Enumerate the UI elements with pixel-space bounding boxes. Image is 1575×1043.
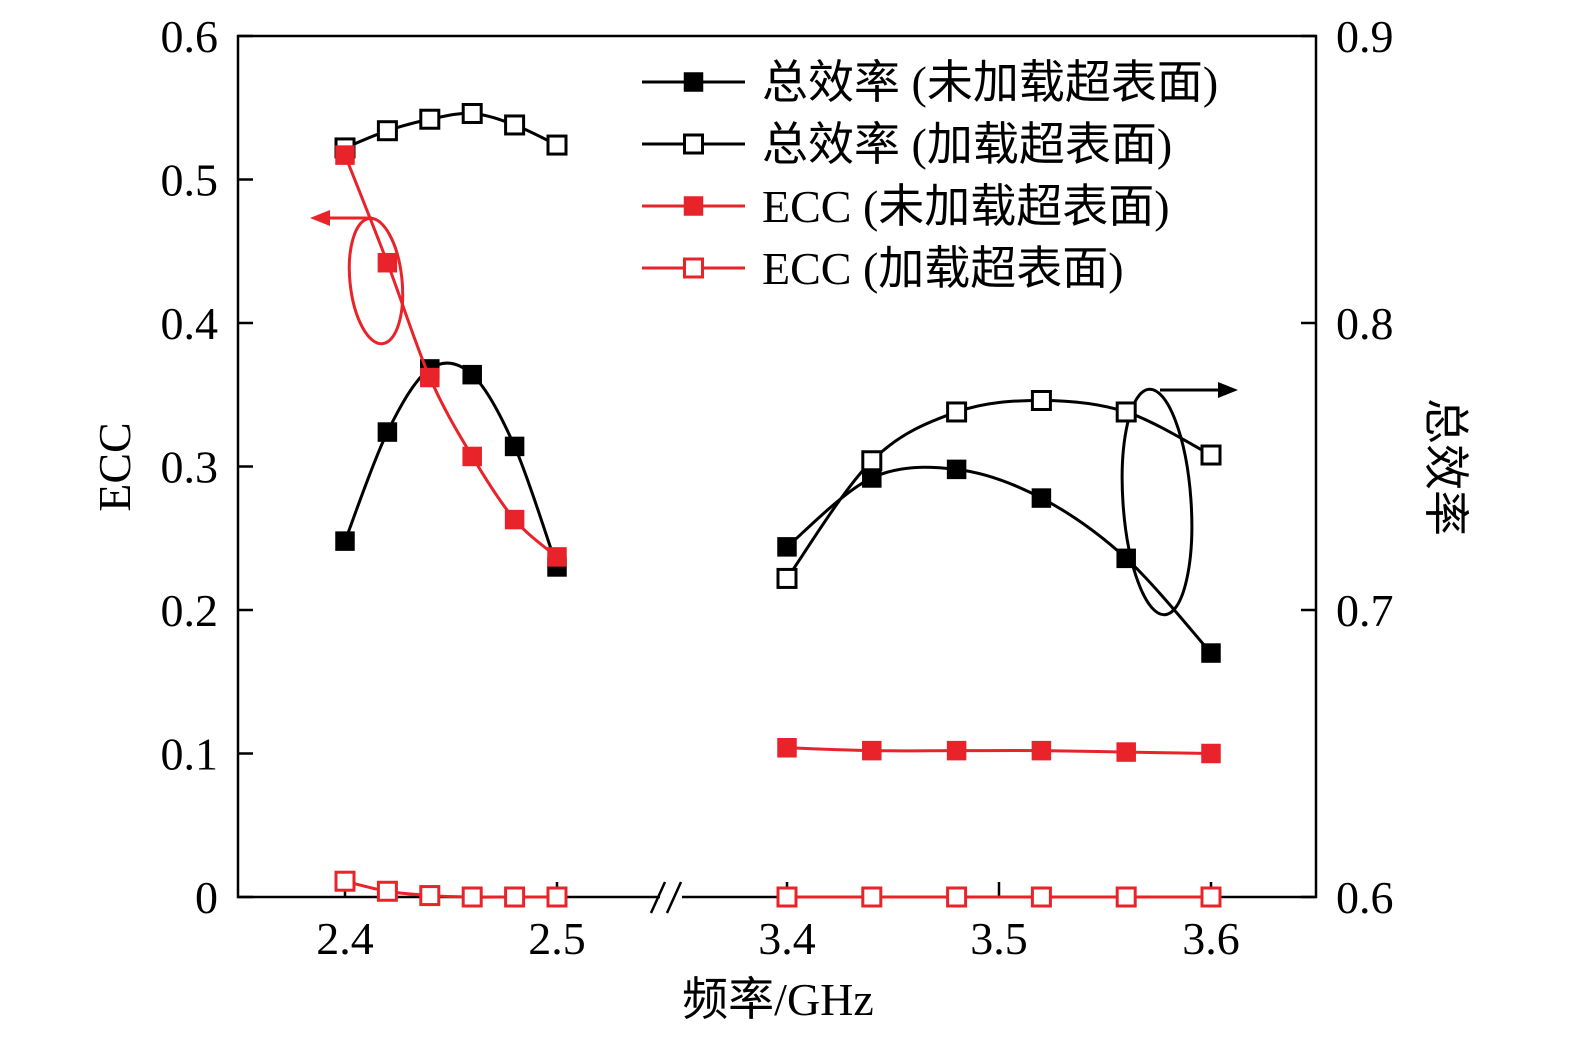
y-tick-label-left: 0.5 <box>161 155 219 206</box>
x-tick-label: 3.4 <box>758 913 816 964</box>
y-tick-label-right: 0.7 <box>1336 585 1394 636</box>
data-point <box>777 738 797 758</box>
data-point <box>1116 548 1136 569</box>
data-point <box>376 120 398 142</box>
series-line <box>343 361 559 568</box>
data-point <box>546 886 568 908</box>
x-axis-break-mark <box>649 881 667 914</box>
data-point <box>461 886 483 908</box>
data-point <box>862 468 882 488</box>
data-point <box>377 422 398 442</box>
series-3 <box>335 145 1221 764</box>
data-point <box>420 367 440 388</box>
y-axis-title-left: ECC <box>89 422 140 511</box>
series-2 <box>334 102 1222 589</box>
axes-layer: 0 0.1 0.2 0.3 0.4 0.5 0.6 0.6 0.7 0.8 0.9 2.4 2.5 3.4… <box>161 11 1394 964</box>
legend-marker <box>683 72 704 92</box>
data-point <box>504 509 525 530</box>
data-point <box>504 886 526 908</box>
y-tick-label-left: 0.4 <box>161 298 219 349</box>
data-point <box>1201 643 1221 663</box>
data-point <box>462 364 482 385</box>
data-point <box>1115 886 1137 908</box>
data-point <box>946 401 968 423</box>
series-line <box>786 746 1212 755</box>
data-point <box>776 567 798 589</box>
data-point <box>1031 740 1052 761</box>
legend-label: 总效率 (未加载超表面) <box>762 57 1218 108</box>
legend-label: 总效率 (加载超表面) <box>762 119 1172 170</box>
x-tick-label: 2.4 <box>316 913 374 964</box>
series-layer <box>334 102 1222 908</box>
efficiency-axis-arrow-head <box>1218 382 1238 398</box>
data-point <box>1030 886 1052 908</box>
data-point <box>377 252 398 273</box>
y-tick-label-left: 0.1 <box>161 729 219 780</box>
legend-marker <box>683 133 704 155</box>
series-line <box>343 154 558 559</box>
y-tick-label-right: 0.8 <box>1336 298 1394 349</box>
data-point <box>1031 488 1052 508</box>
data-point <box>546 134 568 156</box>
legend-item: 总效率 (未加载超表面) <box>642 57 1218 108</box>
data-point <box>462 446 482 467</box>
y-tick-label-left: 0.6 <box>161 11 219 62</box>
legend-item: 总效率 (加载超表面) <box>642 119 1172 170</box>
data-point <box>1201 743 1221 764</box>
data-point <box>946 886 968 908</box>
data-point <box>1115 401 1137 423</box>
series-line <box>786 465 1213 655</box>
data-point <box>777 537 797 557</box>
x-axis-break-mark <box>665 881 683 914</box>
data-point <box>1030 389 1052 411</box>
y-tick-label-left: 0.2 <box>161 585 219 636</box>
x-tick-label: 2.5 <box>528 913 586 964</box>
legend-label: ECC (加载超表面) <box>762 243 1124 294</box>
y-axis-title-right: 总效率 <box>1420 398 1471 536</box>
y-tick-label-right: 0.9 <box>1336 11 1394 62</box>
legend-item: ECC (未加载超表面) <box>642 181 1170 232</box>
data-point <box>461 102 483 124</box>
x-axis-break-gap <box>660 893 682 901</box>
y-tick-label-right: 0.6 <box>1336 872 1394 923</box>
data-point <box>504 114 526 136</box>
data-point <box>946 459 967 480</box>
data-point <box>861 450 883 472</box>
data-point <box>335 145 355 165</box>
series-line <box>344 111 558 150</box>
data-point <box>334 870 356 892</box>
data-point <box>504 436 525 457</box>
legend-item: ECC (加载超表面) <box>642 243 1124 294</box>
legend-marker <box>683 257 704 279</box>
data-point <box>1200 886 1222 908</box>
series-4 <box>334 870 1222 908</box>
data-point <box>335 531 355 551</box>
legend: 总效率 (未加载超表面) 总效率 (加载超表面) ECC (未加载超表面) ECC (… <box>642 57 1218 294</box>
y-tick-label-left: 0 <box>195 872 218 923</box>
data-point <box>547 547 567 567</box>
series-line <box>344 879 557 899</box>
x-tick-label: 3.6 <box>1182 913 1240 964</box>
annotations-layer <box>310 210 1238 617</box>
data-point <box>861 886 883 908</box>
efficiency-group-ellipse <box>1120 387 1194 617</box>
data-point <box>1200 444 1222 466</box>
data-point <box>419 108 441 130</box>
data-point <box>946 740 967 761</box>
x-tick-label: 3.5 <box>970 913 1028 964</box>
y-tick-label-left: 0.3 <box>161 442 219 493</box>
data-point <box>1116 742 1136 762</box>
data-point <box>376 880 398 902</box>
data-point <box>419 885 441 907</box>
ecc-axis-arrow-head <box>310 210 330 226</box>
data-point <box>776 886 798 908</box>
series-1 <box>335 359 1221 663</box>
legend-marker <box>683 196 704 216</box>
legend-label: ECC (未加载超表面) <box>762 181 1170 232</box>
data-point <box>862 740 882 761</box>
x-axis-title: 频率/GHz <box>682 974 874 1025</box>
